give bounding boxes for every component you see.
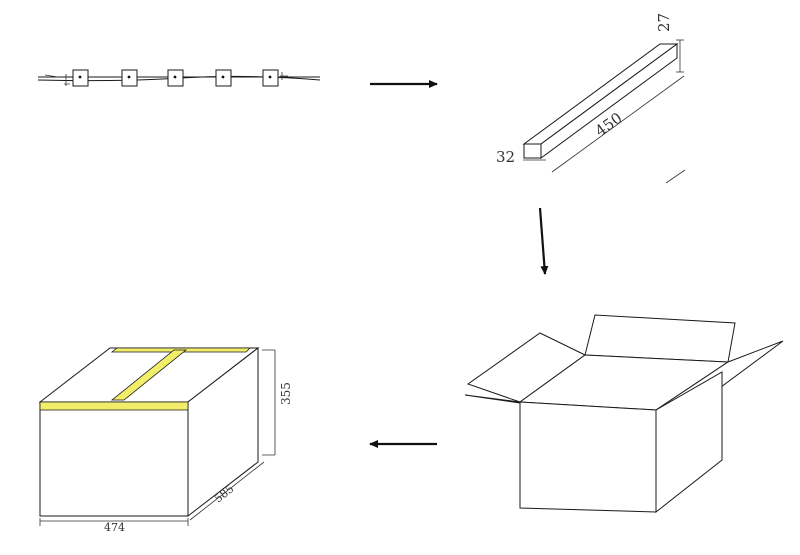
bar-width-label: 32 <box>496 148 515 166</box>
arrow-down-icon <box>538 207 549 275</box>
step-2-packed-bar: 27 450 32 <box>496 13 686 184</box>
box-width-label: 474 <box>104 521 125 534</box>
sealing-tape-center <box>110 349 188 401</box>
strip-clip <box>64 69 89 87</box>
step-1-product-strip <box>37 69 321 87</box>
strip-clip <box>262 69 288 87</box>
strip-clip <box>167 69 184 87</box>
box-height-label: 355 <box>279 382 293 405</box>
bar-height-label: 27 <box>655 13 673 32</box>
step-3-open-carton <box>464 314 784 514</box>
strip-clip <box>215 69 232 87</box>
strip-clip <box>121 69 138 87</box>
sealing-tape-front <box>39 401 189 411</box>
step-4-sealed-carton: 355 585 474 <box>38 346 293 534</box>
